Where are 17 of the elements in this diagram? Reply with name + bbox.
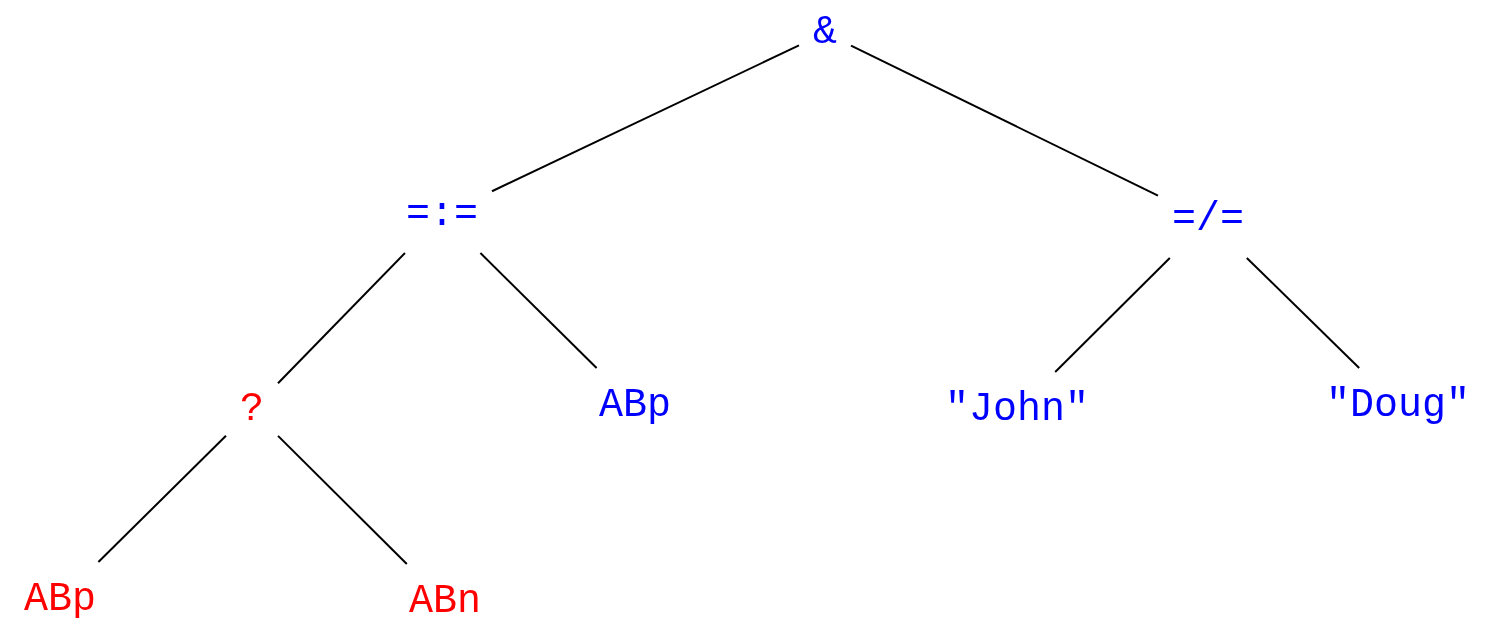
- tree-edge: [479, 252, 598, 369]
- tree-edge: [277, 252, 406, 385]
- tree-edge: [850, 44, 1159, 197]
- tree-edge: [1054, 257, 1171, 373]
- tree-node-label: "Doug": [1312, 368, 1484, 444]
- tree-node-label: &: [799, 0, 851, 71]
- tree-node-label: ?: [226, 372, 278, 448]
- tree-node-label: "John": [931, 372, 1103, 448]
- tree-edge: [97, 434, 227, 563]
- tree-node-label: ABn: [395, 564, 495, 629]
- tree-edge: [491, 44, 800, 193]
- tree-node-label: ABp: [10, 562, 110, 629]
- tree-node-label: ABp: [585, 368, 685, 444]
- tree-edge: [277, 434, 408, 565]
- tree-node-label: =:=: [392, 177, 492, 253]
- tree-node-label: =/=: [1158, 182, 1258, 258]
- tree-edge: [1245, 257, 1361, 369]
